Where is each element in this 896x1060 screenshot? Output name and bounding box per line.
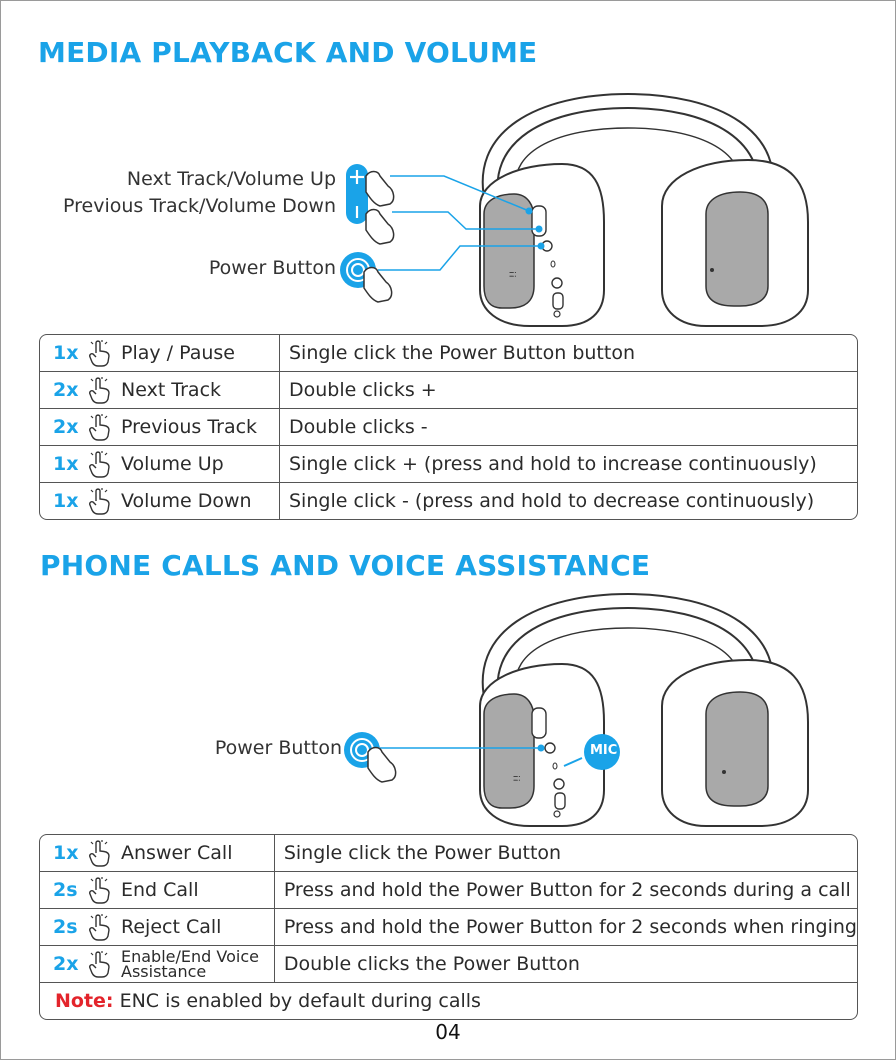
svg-text:!!: !! <box>513 775 523 782</box>
note-label: Note: <box>55 990 114 1012</box>
action-description: Single click - (press and hold to decrea… <box>289 490 815 512</box>
note-text: ENC is enabled by default during calls <box>119 990 481 1012</box>
table-row: 2x Next Track Double clicks + <box>40 372 857 409</box>
action-label: Previous Track <box>121 416 258 438</box>
table-row: 1x Answer Call Single click the Power But… <box>40 835 857 872</box>
press-count: 1x <box>53 489 79 512</box>
action-label: Reject Call <box>121 916 222 938</box>
label-power-button: Power Button <box>208 257 336 279</box>
table-row: 2s Reject Call Press and hold the Power B… <box>40 909 857 946</box>
label-power-button: Power Button <box>214 737 342 759</box>
action-description: Double clicks the Power Button <box>274 946 857 983</box>
call-controls-table: 1x Answer Call Single click the Power But… <box>39 834 858 1020</box>
action-label-line2: Assistance <box>121 962 207 981</box>
action-label: Play / Pause <box>121 342 235 364</box>
finger-tap-icon <box>89 914 110 941</box>
action-label: Volume Down <box>121 490 252 512</box>
label-next-volume-up: Next Track/Volume Up <box>126 168 336 190</box>
finger-tap-icon <box>89 488 110 515</box>
svg-text:!!: !! <box>509 271 519 278</box>
action-label: Next Track <box>121 379 222 401</box>
media-controls-table: 1x Play / Pause Single click the Power Bu… <box>39 334 858 520</box>
action-label: End Call <box>121 879 199 901</box>
action-description: Press and hold the Power Button for 2 se… <box>274 909 857 946</box>
headphones-illustration-top: !! <box>340 92 809 327</box>
action-description: Single click + (press and hold to increa… <box>280 446 857 483</box>
finger-tap-icon <box>89 377 110 404</box>
finger-tap-icon <box>89 951 110 978</box>
action-label: Volume Up <box>121 453 224 475</box>
table-row: 2x Previous Track Double clicks - <box>40 409 857 446</box>
action-label: Answer Call <box>121 842 233 864</box>
action-description: Double clicks - <box>280 409 857 446</box>
finger-tap-icon <box>89 877 110 904</box>
press-count: 1x <box>53 841 79 864</box>
note-row: Note: ENC is enabled by default during c… <box>40 983 857 1019</box>
action-description: Single click the Power Button <box>274 835 857 872</box>
section-title-calls: PHONE CALLS AND VOICE ASSISTANCE <box>40 549 651 582</box>
mic-badge: MIC <box>590 743 618 758</box>
finger-tap-icon <box>89 840 110 867</box>
press-count: 2x <box>53 378 79 401</box>
action-description: Single click the Power Button button <box>280 335 857 372</box>
table-row: 1x Volume Up Single click + (press and ho… <box>40 446 857 483</box>
press-count: 2s <box>53 878 78 901</box>
headphones-illustration-bottom: !! <box>344 592 809 827</box>
label-previous-volume-down: Previous Track/Volume Down <box>63 195 336 217</box>
finger-tap-icon <box>89 340 110 367</box>
press-count: 2x <box>53 952 79 975</box>
press-count: 2x <box>53 415 79 438</box>
finger-tap-icon <box>89 451 110 478</box>
section-title-media: MEDIA PLAYBACK AND VOLUME <box>38 36 538 69</box>
table-row: 1x Play / Pause Single click the Power Bu… <box>40 335 857 372</box>
page-number: 04 <box>435 1020 461 1044</box>
table-row: 2s End Call Press and hold the Power Butt… <box>40 872 857 909</box>
table-row: 1x Volume Down Single click - (press and … <box>40 483 857 519</box>
press-count: 1x <box>53 341 79 364</box>
action-label-line1: Enable/End Voice <box>121 947 259 966</box>
action-description: Press and hold the Power Button for 2 se… <box>274 872 857 909</box>
press-count: 2s <box>53 915 78 938</box>
action-description: Double clicks + <box>280 372 857 409</box>
press-count: 1x <box>53 452 79 475</box>
finger-tap-icon <box>89 414 110 441</box>
